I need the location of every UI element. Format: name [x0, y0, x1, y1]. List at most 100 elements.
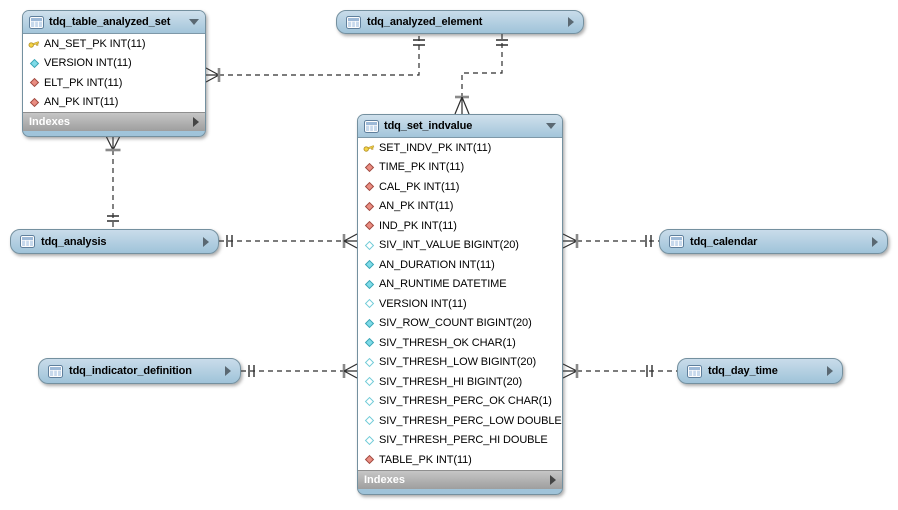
table-indexes-footer[interactable]: Indexes [358, 469, 562, 489]
nullable-column-icon [363, 376, 375, 387]
column-label: SET_INDV_PK INT(11) [379, 141, 492, 154]
table-icon [20, 235, 35, 248]
expand-arrow-icon[interactable] [568, 17, 574, 27]
column-row: SIV_ROW_COUNT BIGINT(20) [358, 314, 562, 334]
column-label: CAL_PK INT(11) [379, 180, 460, 193]
foreign-key-icon [28, 97, 40, 108]
column-row: SET_INDV_PK INT(11) [358, 138, 562, 158]
table-icon [687, 364, 702, 378]
table-tdq_indicator_definition[interactable]: tdq_indicator_definition [38, 358, 241, 384]
column-label: SIV_ROW_COUNT BIGINT(20) [379, 317, 532, 330]
column-row: SIV_THRESH_PERC_HI DOUBLE [358, 431, 562, 451]
column-label: AN_DURATION INT(11) [379, 258, 495, 271]
foreign-key-icon [363, 181, 375, 192]
expand-arrow-icon[interactable] [225, 366, 231, 376]
column-label: SIV_THRESH_OK CHAR(1) [379, 336, 516, 349]
nullable-column-icon [363, 415, 375, 426]
relationship-indicator-indvalue[interactable] [241, 363, 358, 379]
column-row: SIV_THRESH_OK CHAR(1) [358, 333, 562, 353]
table-name: tdq_table_analyzed_set [49, 16, 171, 28]
column-row: SIV_THRESH_LOW BIGINT(20) [358, 353, 562, 373]
collapse-triangle-icon[interactable] [546, 123, 556, 129]
table-name: tdq_indicator_definition [69, 365, 192, 377]
column-label: SIV_THRESH_PERC_LOW DOUBLE [379, 414, 562, 427]
column-row: SIV_THRESH_HI BIGINT(20) [358, 372, 562, 392]
column-label: SIV_THRESH_PERC_HI DOUBLE [379, 434, 548, 447]
relationship-daytime-indvalue[interactable] [562, 363, 677, 379]
table-icon [364, 119, 379, 133]
column-row: SIV_INT_VALUE BIGINT(20) [358, 236, 562, 256]
column-label: TABLE_PK INT(11) [379, 453, 472, 466]
table-icon [48, 364, 63, 378]
table-name: tdq_set_indvalue [384, 120, 473, 132]
relationship-analysis-indvalue[interactable] [219, 233, 358, 249]
table-icon [346, 15, 361, 29]
relationship-calendar-indvalue[interactable] [562, 233, 659, 249]
nullable-column-icon [363, 435, 375, 446]
table-name: tdq_analysis [41, 235, 107, 248]
column-row: IND_PK INT(11) [358, 216, 562, 236]
nullable-column-icon [363, 298, 375, 309]
table-name: tdq_analyzed_element [367, 16, 483, 28]
column-row: VERSION INT(11) [358, 294, 562, 314]
table-columns: AN_SET_PK INT(11) VERSION INT(11) ELT_PK I… [23, 34, 205, 112]
column-row: AN_PK INT(11) [23, 93, 205, 113]
table-tdq_calendar[interactable]: tdq_calendar [659, 229, 888, 254]
table-tdq_analyzed_element[interactable]: tdq_analyzed_element [336, 10, 584, 34]
table-columns: SET_INDV_PK INT(11) TIME_PK INT(11) CAL_PK… [358, 138, 562, 470]
primary-key-icon [28, 38, 40, 50]
nullable-column-icon [363, 240, 375, 251]
table-indexes-footer[interactable]: Indexes [23, 112, 205, 131]
column-icon [363, 318, 375, 329]
table-name: tdq_calendar [690, 235, 758, 248]
column-row: VERSION INT(11) [23, 54, 205, 74]
foreign-key-icon [363, 162, 375, 173]
expand-arrow-icon[interactable] [827, 366, 833, 376]
table-header[interactable]: tdq_set_indvalue [358, 115, 562, 138]
column-label: TIME_PK INT(11) [379, 161, 465, 174]
expand-arrow-icon[interactable] [550, 474, 556, 485]
indexes-label: Indexes [29, 116, 70, 128]
column-label: SIV_THRESH_PERC_OK CHAR(1) [379, 395, 552, 408]
table-header[interactable]: tdq_table_analyzed_set [23, 11, 205, 34]
column-label: SIV_THRESH_HI BIGINT(20) [379, 375, 523, 388]
collapse-triangle-icon[interactable] [189, 19, 199, 25]
table-tdq_day_time[interactable]: tdq_day_time [677, 358, 843, 384]
column-label: AN_PK INT(11) [379, 200, 454, 213]
nullable-column-icon [363, 357, 375, 368]
relationship-element-indvalue[interactable] [454, 34, 508, 115]
column-row: SIV_THRESH_PERC_OK CHAR(1) [358, 392, 562, 412]
expand-arrow-icon[interactable] [872, 236, 878, 247]
column-row: SIV_THRESH_PERC_LOW DOUBLE [358, 411, 562, 431]
column-row: AN_RUNTIME DATETIME [358, 275, 562, 295]
nullable-column-icon [363, 396, 375, 407]
column-row: CAL_PK INT(11) [358, 177, 562, 197]
column-icon [363, 337, 375, 348]
primary-key-icon [363, 142, 375, 154]
column-label: AN_RUNTIME DATETIME [379, 278, 507, 291]
column-label: VERSION INT(11) [44, 57, 132, 70]
column-label: AN_SET_PK INT(11) [44, 37, 146, 50]
column-icon [363, 279, 375, 290]
relationship-element-analyzed-set[interactable] [205, 34, 425, 83]
expand-arrow-icon[interactable] [193, 117, 199, 127]
column-row: ELT_PK INT(11) [23, 73, 205, 93]
column-row: TIME_PK INT(11) [358, 158, 562, 178]
column-row: AN_PK INT(11) [358, 197, 562, 217]
foreign-key-icon [28, 77, 40, 88]
relationship-analysis-analyzed-set[interactable] [105, 135, 121, 229]
foreign-key-icon [363, 220, 375, 231]
table-tdq_analysis[interactable]: tdq_analysis [10, 229, 219, 254]
column-label: IND_PK INT(11) [379, 219, 457, 232]
foreign-key-icon [363, 201, 375, 212]
table-icon [29, 15, 44, 29]
table-icon [669, 235, 684, 248]
column-icon [363, 259, 375, 270]
column-row: TABLE_PK INT(11) [358, 450, 562, 470]
column-label: ELT_PK INT(11) [44, 76, 123, 89]
expand-arrow-icon[interactable] [203, 236, 209, 247]
